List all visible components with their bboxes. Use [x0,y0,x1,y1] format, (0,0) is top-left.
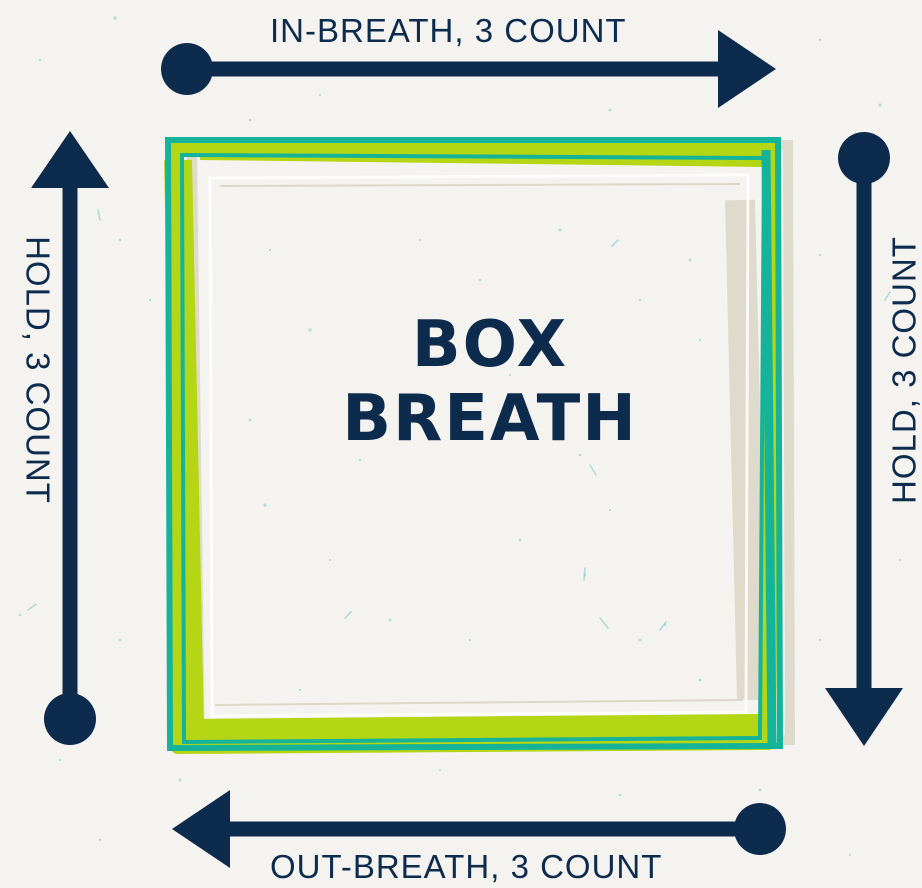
arrow-up-icon [31,131,109,745]
arrow-down-icon [825,132,903,746]
title-line-1: BOX [411,308,569,382]
arrow-left-icon [172,790,786,868]
out-breath-label: OUT-BREATH, 3 COUNT [270,848,663,885]
hold-left-label: HOLD, 3 COUNT [19,236,57,504]
hold-right-label: HOLD, 3 COUNT [885,236,922,504]
title-line-2: BREATH [342,382,638,456]
arrow-right-icon [161,30,776,108]
in-breath-label: IN-BREATH, 3 COUNT [270,12,627,49]
page-title: BOX BREATH [300,308,680,456]
